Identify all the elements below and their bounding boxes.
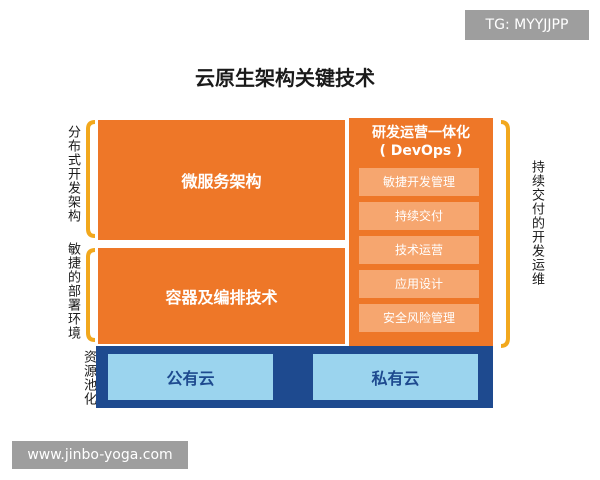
microservice-label: 微服务架构 [181,172,262,191]
devops-item-agile-dev: 敏捷开发管理 [359,168,479,196]
label-distributed-architecture: 分布式开发架构 [65,125,80,223]
label-resource-pooling: 资源池化 [81,350,96,406]
right-bracket-devops [499,120,513,348]
watermark-top: TG: MYYJJPP [465,10,589,40]
private-cloud: 私有云 [313,354,478,400]
devops-title-line1: 研发运营一体化 [372,125,470,141]
label-agile-deployment: 敏捷的部署环境 [65,242,80,340]
public-cloud: 公有云 [108,354,273,400]
microservice-block: 微服务架构 [96,118,347,242]
diagram-title: 云原生架构关键技术 [195,66,375,90]
devops-title: 研发运营一体化 ( DevOps ) [349,124,493,160]
devops-item-security-risk: 安全风险管理 [359,304,479,332]
devops-item-tech-ops: 技术运营 [359,236,479,264]
watermark-bottom: www.jinbo-yoga.com [12,441,188,469]
container-label: 容器及编排技术 [165,288,278,307]
container-block: 容器及编排技术 [96,246,347,346]
label-continuous-delivery: 持续交付的开发运维 [529,160,544,286]
left-bracket-distributed [84,120,96,238]
public-cloud-label: 公有云 [166,369,215,388]
devops-item-app-design: 应用设计 [359,270,479,298]
devops-item-continuous-delivery: 持续交付 [359,202,479,230]
private-cloud-label: 私有云 [371,369,420,388]
left-bracket-agile [84,248,96,342]
devops-title-line2: ( DevOps ) [379,143,463,159]
